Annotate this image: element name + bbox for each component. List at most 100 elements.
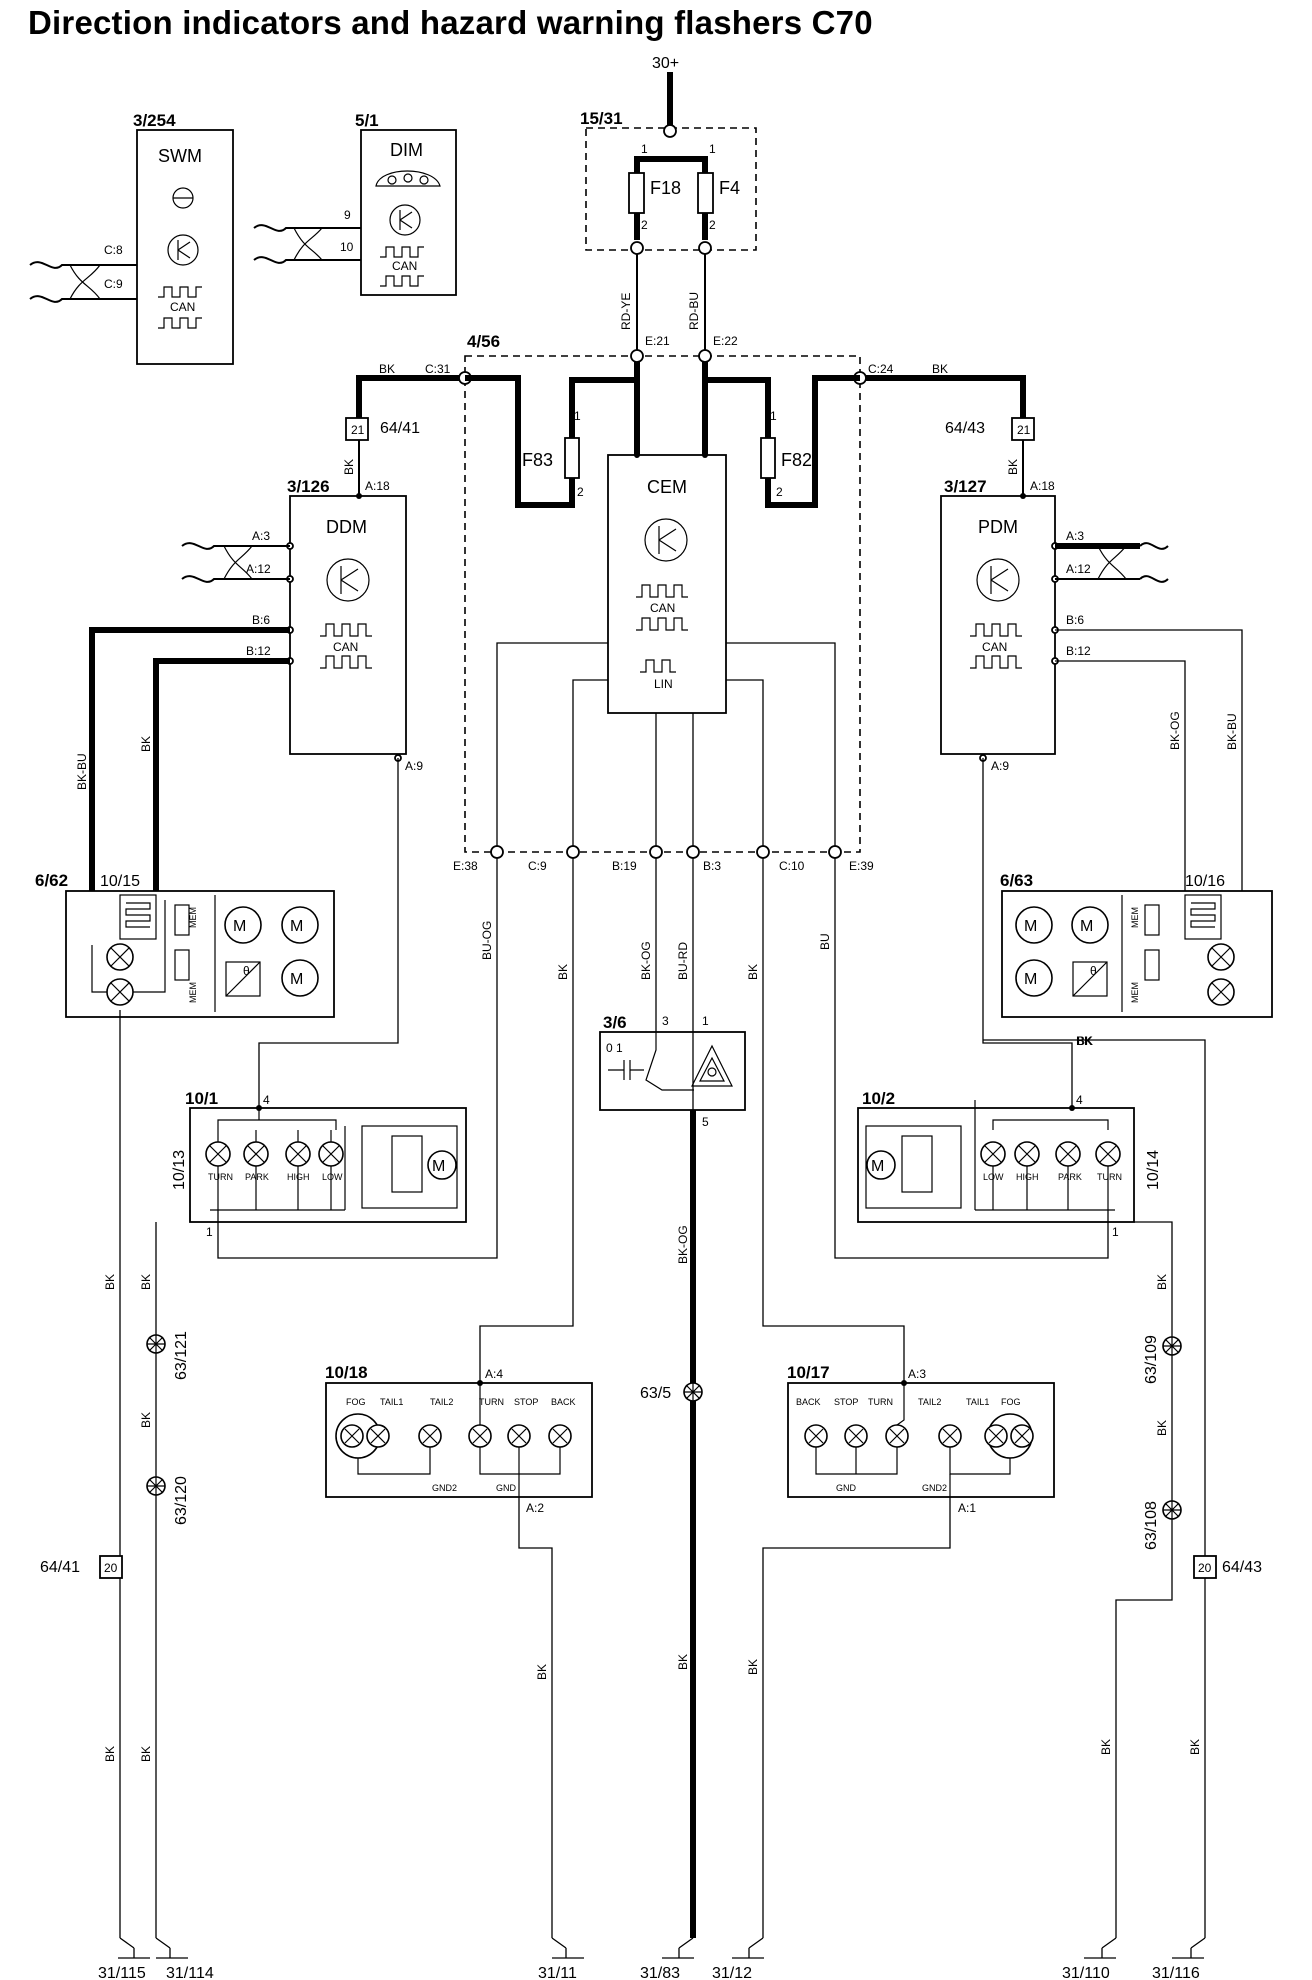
- wire-color-bk: BK: [746, 1659, 760, 1675]
- rear-turn-feeds: BK BK: [479, 858, 905, 1383]
- mirror-right-ref: 6/63: [1000, 871, 1033, 890]
- potentiometer-icon: [174, 949, 190, 981]
- cem-can-label: CAN: [650, 601, 675, 615]
- wire-color-bk-bu: BK-BU: [75, 753, 89, 790]
- ground-points: 31/115 31/114 31/11 31/83 31/12 31/110 3…: [98, 1937, 1206, 1980]
- ddm-pin: A:3: [252, 529, 270, 543]
- can-signal-icon: [380, 246, 424, 258]
- wire-color-bk: BK: [932, 362, 948, 376]
- pdm-pin: A:3: [1066, 529, 1084, 543]
- levelling-motor-box: [361, 1125, 458, 1209]
- module-ddm: 3/126 A:18 DDM CAN A:3 A:12 B:6 B:12 A:9: [181, 477, 423, 773]
- cem-pin: C:9: [528, 859, 547, 873]
- fuse-f18-label: F18: [650, 178, 681, 198]
- lamp-label: PARK: [245, 1172, 269, 1182]
- page-title: Direction indicators and hazard warning …: [28, 4, 873, 41]
- headlamp-pin: 1: [206, 1225, 213, 1239]
- module-dim: 5/1 DIM CAN 9 10: [253, 111, 457, 296]
- ddm-pin: A:18: [365, 479, 390, 493]
- hazard-switch-pin: 3: [662, 1014, 669, 1028]
- wire-color-bk: BK: [535, 1664, 549, 1680]
- lamp-label: BACK: [796, 1397, 821, 1407]
- hazard-switch-pin: 1: [702, 1014, 709, 1028]
- rear-left-ref: 10/18: [325, 1363, 368, 1382]
- connector-label: 63/121: [173, 1331, 190, 1380]
- rear-lamp-pin: A:1: [958, 1501, 976, 1515]
- motor-label: M: [290, 918, 303, 935]
- rear-right-ref: 10/17: [787, 1363, 830, 1382]
- mem-label: MEM: [1130, 982, 1140, 1003]
- potentiometer-icon: [174, 904, 190, 936]
- cem-module: [607, 454, 727, 714]
- lamp-label: TAIL2: [430, 1397, 453, 1407]
- headlamp-right: 10/2 4 10/14 M LOW HIGH PARK TURN 1 BU: [818, 858, 1162, 1259]
- potentiometer-icon: [1144, 949, 1160, 981]
- lamp-label: BACK: [551, 1397, 576, 1407]
- lamp-label: TAIL1: [966, 1397, 989, 1407]
- can-signal-icon: [158, 286, 202, 298]
- fuse-box-15-31: 15/31 F18 F4 1 1 2 2: [580, 109, 757, 255]
- switch-positions: 0 1: [606, 1041, 623, 1055]
- pdm-pin: A:12: [1066, 562, 1091, 576]
- wire-color-bk: BK: [342, 459, 356, 475]
- node: [698, 241, 712, 255]
- wire-color-bk: BK: [676, 1654, 690, 1670]
- pdm-pin: A:18: [1030, 479, 1055, 493]
- dim-pin: 9: [344, 208, 351, 222]
- swm-pin: C:8: [104, 243, 123, 257]
- lamp-label: STOP: [514, 1397, 538, 1407]
- ground-label: 31/110: [1062, 1965, 1110, 1980]
- cem-pin: E:39: [849, 859, 874, 873]
- swm-name: SWM: [158, 146, 202, 166]
- transistor-icon: [389, 204, 421, 236]
- ground-31-115: 31/115: [98, 1937, 150, 1980]
- ddm-pin: A:9: [405, 759, 423, 773]
- supply-node: [663, 124, 677, 138]
- motor-icon: [866, 1150, 896, 1180]
- motor-label: M: [432, 1158, 445, 1175]
- cem-ref: 4/56: [467, 332, 500, 351]
- sensor-icon: [225, 961, 261, 997]
- splice-64-41-top: [345, 417, 369, 441]
- ground-31-12: 31/12: [712, 1937, 764, 1980]
- splice-label: 64/41: [40, 1559, 80, 1576]
- rear-lamp-pin: A:2: [526, 1501, 544, 1515]
- rear-lamp-left: 10/18 A:4 FOG TAIL1 TAIL2 TURN STOP BACK…: [325, 1363, 593, 1938]
- splice-64-43-bottom: [1193, 1555, 1217, 1579]
- wire-color-bk: BK: [556, 964, 570, 980]
- gnd-label: GND: [836, 1483, 857, 1493]
- ddm-pin: A:12: [246, 562, 271, 576]
- splice-label: 64/43: [945, 420, 985, 437]
- hazard-switch-ref: 3/6: [603, 1013, 627, 1032]
- relay-icon: [391, 1135, 423, 1193]
- potentiometer-icon: [1144, 904, 1160, 936]
- pdm-pin: B:6: [1066, 613, 1084, 627]
- splice-64-41-bottom: [99, 1555, 123, 1579]
- cem-box: 4/56 C:31 E:21 E:22 C:24 F83 F82 1 2 1 2…: [425, 332, 894, 873]
- cem-pin: C:10: [779, 859, 805, 873]
- mirror-left-ref: 6/62: [35, 871, 68, 890]
- motor-label: M: [871, 1158, 884, 1175]
- hazard-triangle-icon: [691, 1044, 733, 1087]
- splice-pin: 20: [104, 1561, 118, 1575]
- can-signal-icon: [320, 623, 372, 637]
- gnd-label: GND: [496, 1483, 517, 1493]
- fuse-f82-label: F82: [781, 450, 812, 470]
- supply-wires-doors: BK BK 21 64/41 21 64/43 BK BK: [342, 362, 1035, 496]
- ground-31-110: 31/110: [1062, 1937, 1117, 1980]
- splice-pin: 21: [351, 423, 365, 437]
- lin-signal-icon: [640, 659, 676, 673]
- pdm-mirror-wires: BK-BU BK-OG: [1055, 629, 1243, 990]
- mirror-left: 6/62 10/15 MEM MEM M M θ M: [35, 871, 335, 1018]
- headlamp-left-ref: 10/1: [185, 1089, 218, 1108]
- fuse-f82: [760, 437, 776, 479]
- swm-can-label: CAN: [170, 300, 195, 314]
- gnd-label: GND2: [432, 1483, 457, 1493]
- wire-color-bu: BU: [818, 933, 832, 950]
- instrument-cluster-icon: [375, 170, 441, 187]
- lamp-label: TAIL1: [380, 1397, 403, 1407]
- dim-name: DIM: [390, 140, 423, 160]
- cem-pin: B:19: [612, 859, 637, 873]
- fuse-f83-label: F83: [522, 450, 553, 470]
- motor-icon: [1071, 906, 1109, 944]
